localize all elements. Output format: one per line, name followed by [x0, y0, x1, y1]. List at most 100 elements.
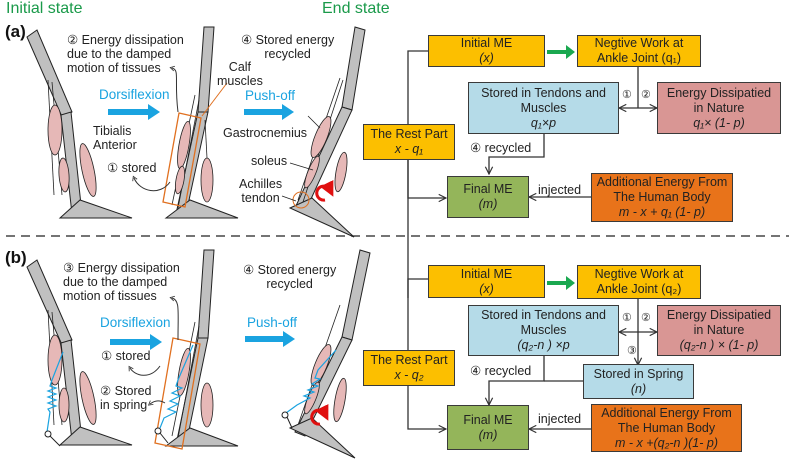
dissipation-note-a: ② Energy dissipation due to the damped m… [67, 33, 184, 75]
rest-part-box-a: The Rest Part x - q₁ [363, 124, 455, 160]
box-line: q₁×p [530, 115, 557, 130]
label-line: tendon [241, 191, 280, 205]
box-line: Initial ME [460, 36, 513, 50]
dorsiflexion-label-b: Dorsiflexion [100, 315, 171, 330]
step1-marker-a: ① [622, 89, 632, 101]
box-line: The Rest Part [370, 127, 448, 141]
box-line: Negtive Work at [594, 36, 684, 50]
recycled-note-b: ④ Stored energy recycled [243, 263, 336, 291]
tibialis-label: Tibialis Anterior [93, 124, 137, 152]
dissipated-box-a: Energy Dissipatied in Nature q₁× (1- p) [657, 82, 781, 134]
thigh-bone [197, 26, 215, 113]
box-line: in Nature [693, 323, 745, 337]
box-line: Stored in Tendons and [481, 85, 606, 100]
box-line: m - x + q₁ (1- p) [618, 205, 706, 219]
gastrocnemius-muscle [310, 116, 332, 158]
initial-me-box-a: Initial ME (x) [428, 35, 545, 67]
box-line: in Nature [693, 100, 745, 115]
thigh-bone [341, 249, 371, 341]
step3-marker-b: ③ [627, 345, 637, 357]
injected-label-a: injected [538, 183, 582, 197]
final-me-box-a: Final ME (m) [447, 176, 529, 218]
note-line: motion of tissues [67, 61, 161, 75]
negative-work-box-a: Negtive Work at Ankle Joint (q₁) [577, 35, 701, 67]
pushoff-arrow [244, 104, 294, 120]
label-line: Achilles [239, 177, 283, 191]
foot [58, 426, 133, 446]
box-line: Stored in Tendons and [481, 308, 606, 322]
label-line: ② Stored [100, 384, 152, 398]
recycled-label-a: ④ recycled [470, 141, 532, 155]
spring-hinge [44, 430, 52, 438]
box-line: x - q₂ [394, 368, 424, 382]
box-line: Negtive Work at [594, 267, 684, 281]
label-line: Tibialis [93, 124, 132, 138]
note-line: due to the damped [63, 275, 168, 289]
leg-pushoff-a [281, 26, 366, 238]
leg-initial-a [26, 29, 133, 219]
box-line: (q₂-n ) × (1- p) [679, 338, 759, 352]
leg-dorsiflexion-a [132, 26, 239, 219]
note-line: ④ Stored energy [241, 33, 335, 47]
spring-stored-label: ② Stored in spring [100, 384, 152, 412]
thigh-bone [26, 259, 73, 348]
box-line: Final ME [463, 412, 513, 427]
muscle [333, 377, 347, 423]
initial-state-label: Initial state [6, 0, 83, 17]
box-line: (n) [630, 381, 647, 396]
step1-marker-b: ① [622, 312, 632, 324]
negative-work-box-b: Negtive Work at Ankle Joint (q₂) [577, 265, 701, 299]
note-line: ④ Stored energy [243, 263, 337, 277]
box-line: Initial ME [460, 266, 513, 281]
dissipation-note-b: ③ Energy dissipation due to the damped m… [63, 261, 180, 303]
box-line: Additional Energy From [601, 405, 732, 420]
box-line: m - x +(q₂-n )(1- p) [614, 435, 719, 450]
note-line: motion of tissues [63, 289, 157, 303]
spring-device [285, 349, 337, 414]
calf-highlight-box [154, 337, 201, 450]
muscle [174, 165, 186, 195]
stored-label-a: ① stored [107, 161, 157, 175]
muscle [58, 157, 70, 193]
dorsiflexion-arrow [108, 104, 160, 120]
flow-connectors-a [407, 45, 657, 298]
dorsiflexion-label-a: Dorsiflexion [99, 87, 170, 102]
box-line: (x) [479, 281, 494, 296]
stored-tendons-box-b: Stored in Tendons and Muscles (q₂-n ) ×p [468, 305, 619, 356]
box-line: Muscles [520, 323, 567, 337]
label-line: Anterior [93, 138, 137, 152]
box-line: q₁× (1- p) [693, 115, 745, 130]
dissipated-box-b: Energy Dissipatied in Nature (q₂-n ) × (… [657, 305, 781, 356]
thigh-bone [26, 29, 73, 120]
stored-tendons-box-a: Stored in Tendons and Muscles q₁×p [468, 82, 619, 134]
leg-pushoff-b [281, 249, 371, 459]
leg-initial-b [26, 259, 133, 447]
foot [288, 197, 355, 238]
additional-energy-box-b: Additional Energy From The Human Body m … [591, 404, 742, 452]
box-line: The Rest Part [370, 353, 448, 367]
stored-spring-box-b: Stored in Spring (n) [583, 364, 694, 399]
flow-connectors-b [407, 276, 657, 429]
leg-dorsiflexion-b [128, 249, 239, 450]
pushoff-arrow [245, 331, 295, 347]
muscle [200, 382, 214, 428]
calf-muscles-label: Calf muscles [217, 60, 263, 88]
foot [288, 417, 356, 459]
label-line: in spring [100, 398, 148, 412]
pushoff-label-b: Push-off [247, 315, 298, 330]
thigh-bone [341, 26, 366, 111]
spring-device [46, 351, 64, 433]
soleus-muscle [304, 155, 320, 189]
foot [164, 199, 239, 219]
muscle [200, 157, 214, 203]
step2-marker-b: ② [641, 312, 651, 324]
rest-part-box-b: The Rest Part x - q₂ [363, 350, 455, 386]
muscle [58, 387, 70, 423]
note-line: recycled [264, 47, 311, 61]
box-line: Ankle Joint (q₂) [596, 282, 682, 296]
thigh-bone [197, 249, 215, 339]
note-line: ② Energy dissipation [67, 33, 184, 47]
foot [164, 427, 239, 447]
green-arrow [547, 45, 575, 59]
calf-highlight-box [162, 112, 202, 208]
